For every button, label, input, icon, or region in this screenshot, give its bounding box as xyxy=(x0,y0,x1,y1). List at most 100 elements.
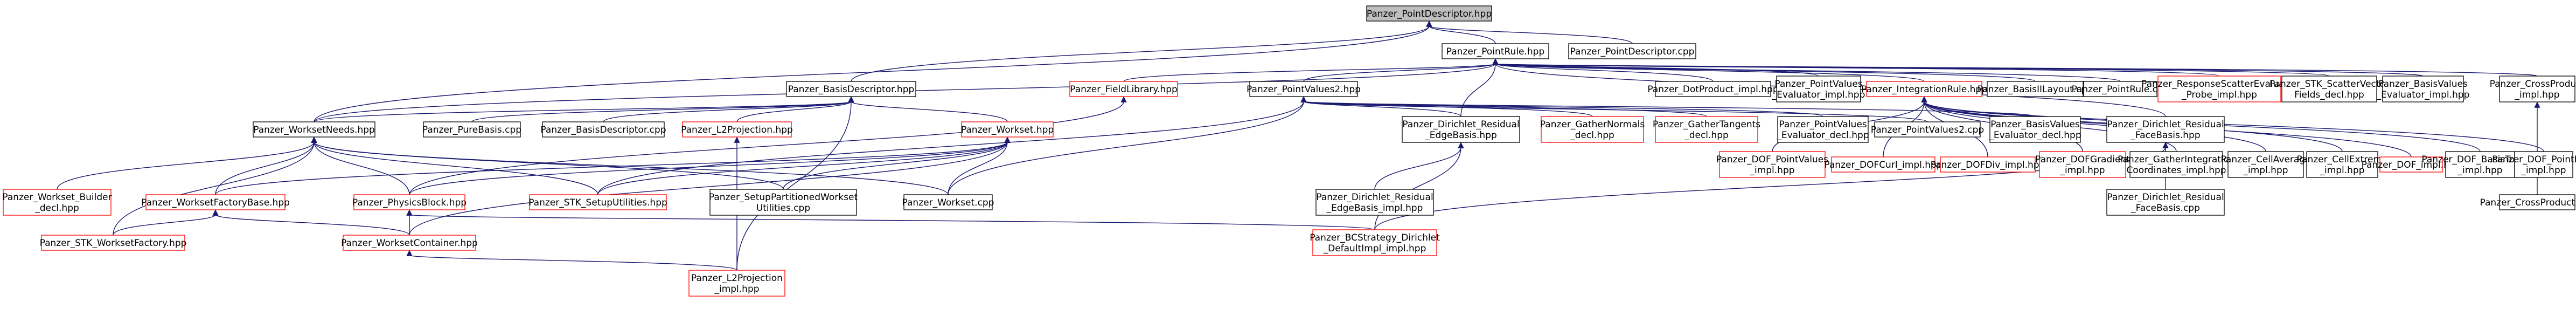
node-label: Panzer_PointDescriptor.hpp xyxy=(1367,9,1492,19)
node-stk-setuputilities-hpp[interactable]: Panzer_STK_SetupUtilities.hpp xyxy=(528,194,667,210)
node-basisiilayout-cpp[interactable]: Panzer_BasisIILayout.cpp xyxy=(1978,81,2093,97)
node-box xyxy=(145,194,286,210)
edge-line xyxy=(1429,25,1633,44)
edge-arrowhead xyxy=(1120,96,1127,102)
node-crossproduct-impl-hpp[interactable]: Panzer_CrossProduct_impl.hpp xyxy=(2490,76,2576,102)
node-setuppartitionedworksetutilities-cpp[interactable]: Panzer_SetupPartitionedWorksetUtilities.… xyxy=(709,189,858,216)
edge-basisdescriptor_hpp-to-workset_hpp xyxy=(848,96,1008,122)
node-box xyxy=(1989,116,2081,143)
edge-arrowhead xyxy=(1921,96,1927,102)
node-pointdescriptor-cpp[interactable]: Panzer_PointDescriptor.cpp xyxy=(1568,43,1696,59)
edge-worksetneeds_hpp-to-workset_builder_decl_hpp xyxy=(57,136,317,190)
node-gathernormals-decl-hpp[interactable]: Panzer_GatherNormals_decl.hpp xyxy=(1540,116,1645,143)
node-dof-impl-hpp[interactable]: Panzer_DOF_impl.hpp xyxy=(2362,156,2461,173)
node-pointvalues-evaluator-decl-hpp[interactable]: Panzer_PointValues_Evaluator_decl.hpp xyxy=(1776,116,1869,143)
node-cellaverage-impl-hpp[interactable]: Panzer_CellAverage_impl.hpp xyxy=(2220,151,2311,178)
node-purebasis-cpp[interactable]: Panzer_PureBasis.cpp xyxy=(422,121,521,138)
edge-basisdescriptor_hpp-to-basisdescriptor_cpp xyxy=(603,96,854,122)
node-label: Panzer_PointValues xyxy=(1774,79,1862,90)
node-label: Panzer_PointRule.hpp xyxy=(1446,46,1545,57)
node-box xyxy=(1402,116,1520,143)
node-pointrule-cpp[interactable]: Panzer_PointRule.cpp xyxy=(2071,81,2169,97)
node-gathertangents-decl-hpp[interactable]: Panzer_GatherTangents_decl.hpp xyxy=(1653,116,1760,143)
node-dofcurl-impl-hpp[interactable]: Panzer_DOFCurl_impl.hpp xyxy=(1824,156,1943,173)
node-worksetneeds-hpp[interactable]: Panzer_WorksetNeeds.hpp xyxy=(253,121,375,138)
edge-line xyxy=(1374,147,1461,230)
node-l2projection-hpp[interactable]: Panzer_L2Projection.hpp xyxy=(681,121,793,138)
node-basisvalues-evaluator-impl-hpp[interactable]: Panzer_BasisValues_Evaluator_impl.hpp xyxy=(2376,76,2470,102)
edge-arrowhead xyxy=(848,96,854,102)
node-integrationrule-hpp[interactable]: Panzer_IntegrationRule.hpp xyxy=(1861,81,1987,97)
node-dof-basistobasis-impl-hpp[interactable]: Panzer_DOF_BasisToBasis_impl.hpp xyxy=(2421,151,2539,178)
node-label: Panzer_CellExtreme xyxy=(2297,154,2388,165)
edge-fieldlibrary_hpp-to-physicsblock_hpp xyxy=(409,96,1127,195)
node-label: _impl.hpp xyxy=(2457,165,2502,176)
node-responsescatterevaluator-probe-impl-hpp[interactable]: Panzer_ResponseScatterEvaluator_Probe_im… xyxy=(2141,76,2297,102)
node-dof-pointvalues-impl-hpp[interactable]: Panzer_DOF_PointValues_impl.hpp xyxy=(1716,151,1828,178)
node-label: Panzer_SetupPartitionedWorkset xyxy=(709,192,858,203)
node-label: _impl.hpp xyxy=(714,284,759,294)
node-pointvalues2-hpp[interactable]: Panzer_PointValues2.hpp xyxy=(1247,81,1361,97)
node-gatherintegrationcoordinates-impl-hpp[interactable]: Panzer_GatherIntegrationCoordinates_impl… xyxy=(2118,151,2235,178)
node-physicsblock-hpp[interactable]: Panzer_PhysicsBlock.hpp xyxy=(352,194,467,210)
edge-line xyxy=(948,141,1008,195)
edge-workset_hpp-to-physicsblock_hpp xyxy=(409,136,1011,195)
node-dirichlet-residual-edgebasis-hpp[interactable]: Panzer_Dirichlet_Residual_EdgeBasis.hpp xyxy=(1402,116,1520,143)
edge-line xyxy=(57,141,315,190)
node-dirichlet-residual-edgebasis-impl-hpp[interactable]: Panzer_Dirichlet_Residual_EdgeBasis_impl… xyxy=(1315,189,1434,216)
node-label: Panzer_DotProduct_impl.hpp xyxy=(1647,84,1778,95)
node-pointrule-hpp[interactable]: Panzer_PointRule.hpp xyxy=(1442,43,1549,59)
node-label: Panzer_DOF_PointField xyxy=(2492,154,2576,165)
node-label: Panzer_ResponseScatterEvaluator xyxy=(2141,79,2297,90)
node-bcstrategy-dirichlet-defaultimpl-impl-hpp[interactable]: Panzer_BCStrategy_Dirichlet_DefaultImpl_… xyxy=(1310,229,1440,256)
node-pointvalues-evaluator-impl-hpp[interactable]: Panzer_PointValues_Evaluator_impl.hpp xyxy=(1772,76,1865,102)
node-dofgradient-impl-hpp[interactable]: Panzer_DOFGradient_impl.hpp xyxy=(2035,151,2130,178)
node-box xyxy=(1442,43,1549,59)
node-pointdescriptor-hpp: Panzer_PointDescriptor.hpp xyxy=(1366,5,1492,22)
node-label: _EdgeBasis.hpp xyxy=(1424,130,1497,141)
edge-arrowhead xyxy=(406,209,413,216)
node-workset-builder-decl-hpp[interactable]: Panzer_Workset_Builder_decl.hpp xyxy=(2,189,112,216)
node-dirichlet-residual-facebasis-cpp[interactable]: Panzer_Dirichlet_Residual_FaceBasis.cpp xyxy=(2106,189,2225,216)
node-label: Panzer_GatherIntegration xyxy=(2118,154,2235,165)
node-box xyxy=(1831,156,1936,173)
node-basisdescriptor-hpp[interactable]: Panzer_BasisDescriptor.hpp xyxy=(786,81,916,97)
node-dotproduct-impl-hpp[interactable]: Panzer_DotProduct_impl.hpp xyxy=(1647,81,1779,97)
node-box xyxy=(1541,116,1644,143)
node-basisvalues-evaluator-decl-hpp[interactable]: Panzer_BasisValues_Evaluator_decl.hpp xyxy=(1988,116,2081,143)
edge-line xyxy=(1495,63,1714,82)
edge-pointdescriptor_hpp-to-worksetneeds_hpp xyxy=(314,20,1432,122)
node-stk-worksetfactory-hpp[interactable]: Panzer_STK_WorksetFactory.hpp xyxy=(40,235,187,251)
node-pointvalues2-cpp[interactable]: Panzer_PointValues2.cpp xyxy=(1871,121,1984,138)
node-label: Panzer_WorksetNeeds.hpp xyxy=(253,125,375,135)
node-worksetfactorybase-hpp[interactable]: Panzer_WorksetFactoryBase.hpp xyxy=(141,194,290,210)
node-fieldlibrary-hpp[interactable]: Panzer_FieldLibrary.hpp xyxy=(1069,81,1178,97)
node-workset-cpp[interactable]: Panzer_Workset.cpp xyxy=(902,194,994,210)
node-label: Panzer_DOF_impl.hpp xyxy=(2362,160,2461,170)
edge-line xyxy=(215,214,410,236)
node-label: _FaceBasis.hpp xyxy=(2130,130,2200,141)
edge-worksetfactorybase_hpp-to-worksetcontainer_hpp xyxy=(212,209,410,236)
node-box xyxy=(709,189,857,216)
node-cellextreme-impl-hpp[interactable]: Panzer_CellExtreme_impl.hpp xyxy=(2297,151,2388,178)
node-box xyxy=(2083,81,2157,97)
node-dofdiv-impl-hpp[interactable]: Panzer_DOFDiv_impl.hpp xyxy=(1931,156,2045,173)
node-box xyxy=(682,121,792,138)
node-label: _Probe_impl.hpp xyxy=(2181,90,2257,100)
node-box xyxy=(1366,5,1492,22)
node-basisdescriptor-cpp[interactable]: Panzer_BasisDescriptor.cpp xyxy=(540,121,666,138)
node-crossproduct-cpp[interactable]: Panzer_CrossProduct.cpp xyxy=(2480,194,2576,210)
node-worksetcontainer-hpp[interactable]: Panzer_WorksetContainer.hpp xyxy=(341,235,478,251)
node-workset-hpp[interactable]: Panzer_Workset.hpp xyxy=(961,121,1054,138)
node-box xyxy=(41,235,185,251)
edge-line xyxy=(409,141,1008,195)
node-l2projection-impl-hpp[interactable]: Panzer_L2Projection_impl.hpp xyxy=(688,270,785,297)
node-box xyxy=(786,81,916,97)
edge-layer xyxy=(57,20,2544,271)
edge-line xyxy=(1495,63,2538,77)
node-dof-pointfield-impl-hpp[interactable]: Panzer_DOF_PointField_impl.hpp xyxy=(2492,151,2576,178)
node-box xyxy=(2106,116,2225,143)
node-dirichlet-residual-facebasis-hpp[interactable]: Panzer_Dirichlet_Residual_FaceBasis.hpp xyxy=(2106,116,2225,143)
node-label: Panzer_PointRule.cpp xyxy=(2071,84,2169,95)
